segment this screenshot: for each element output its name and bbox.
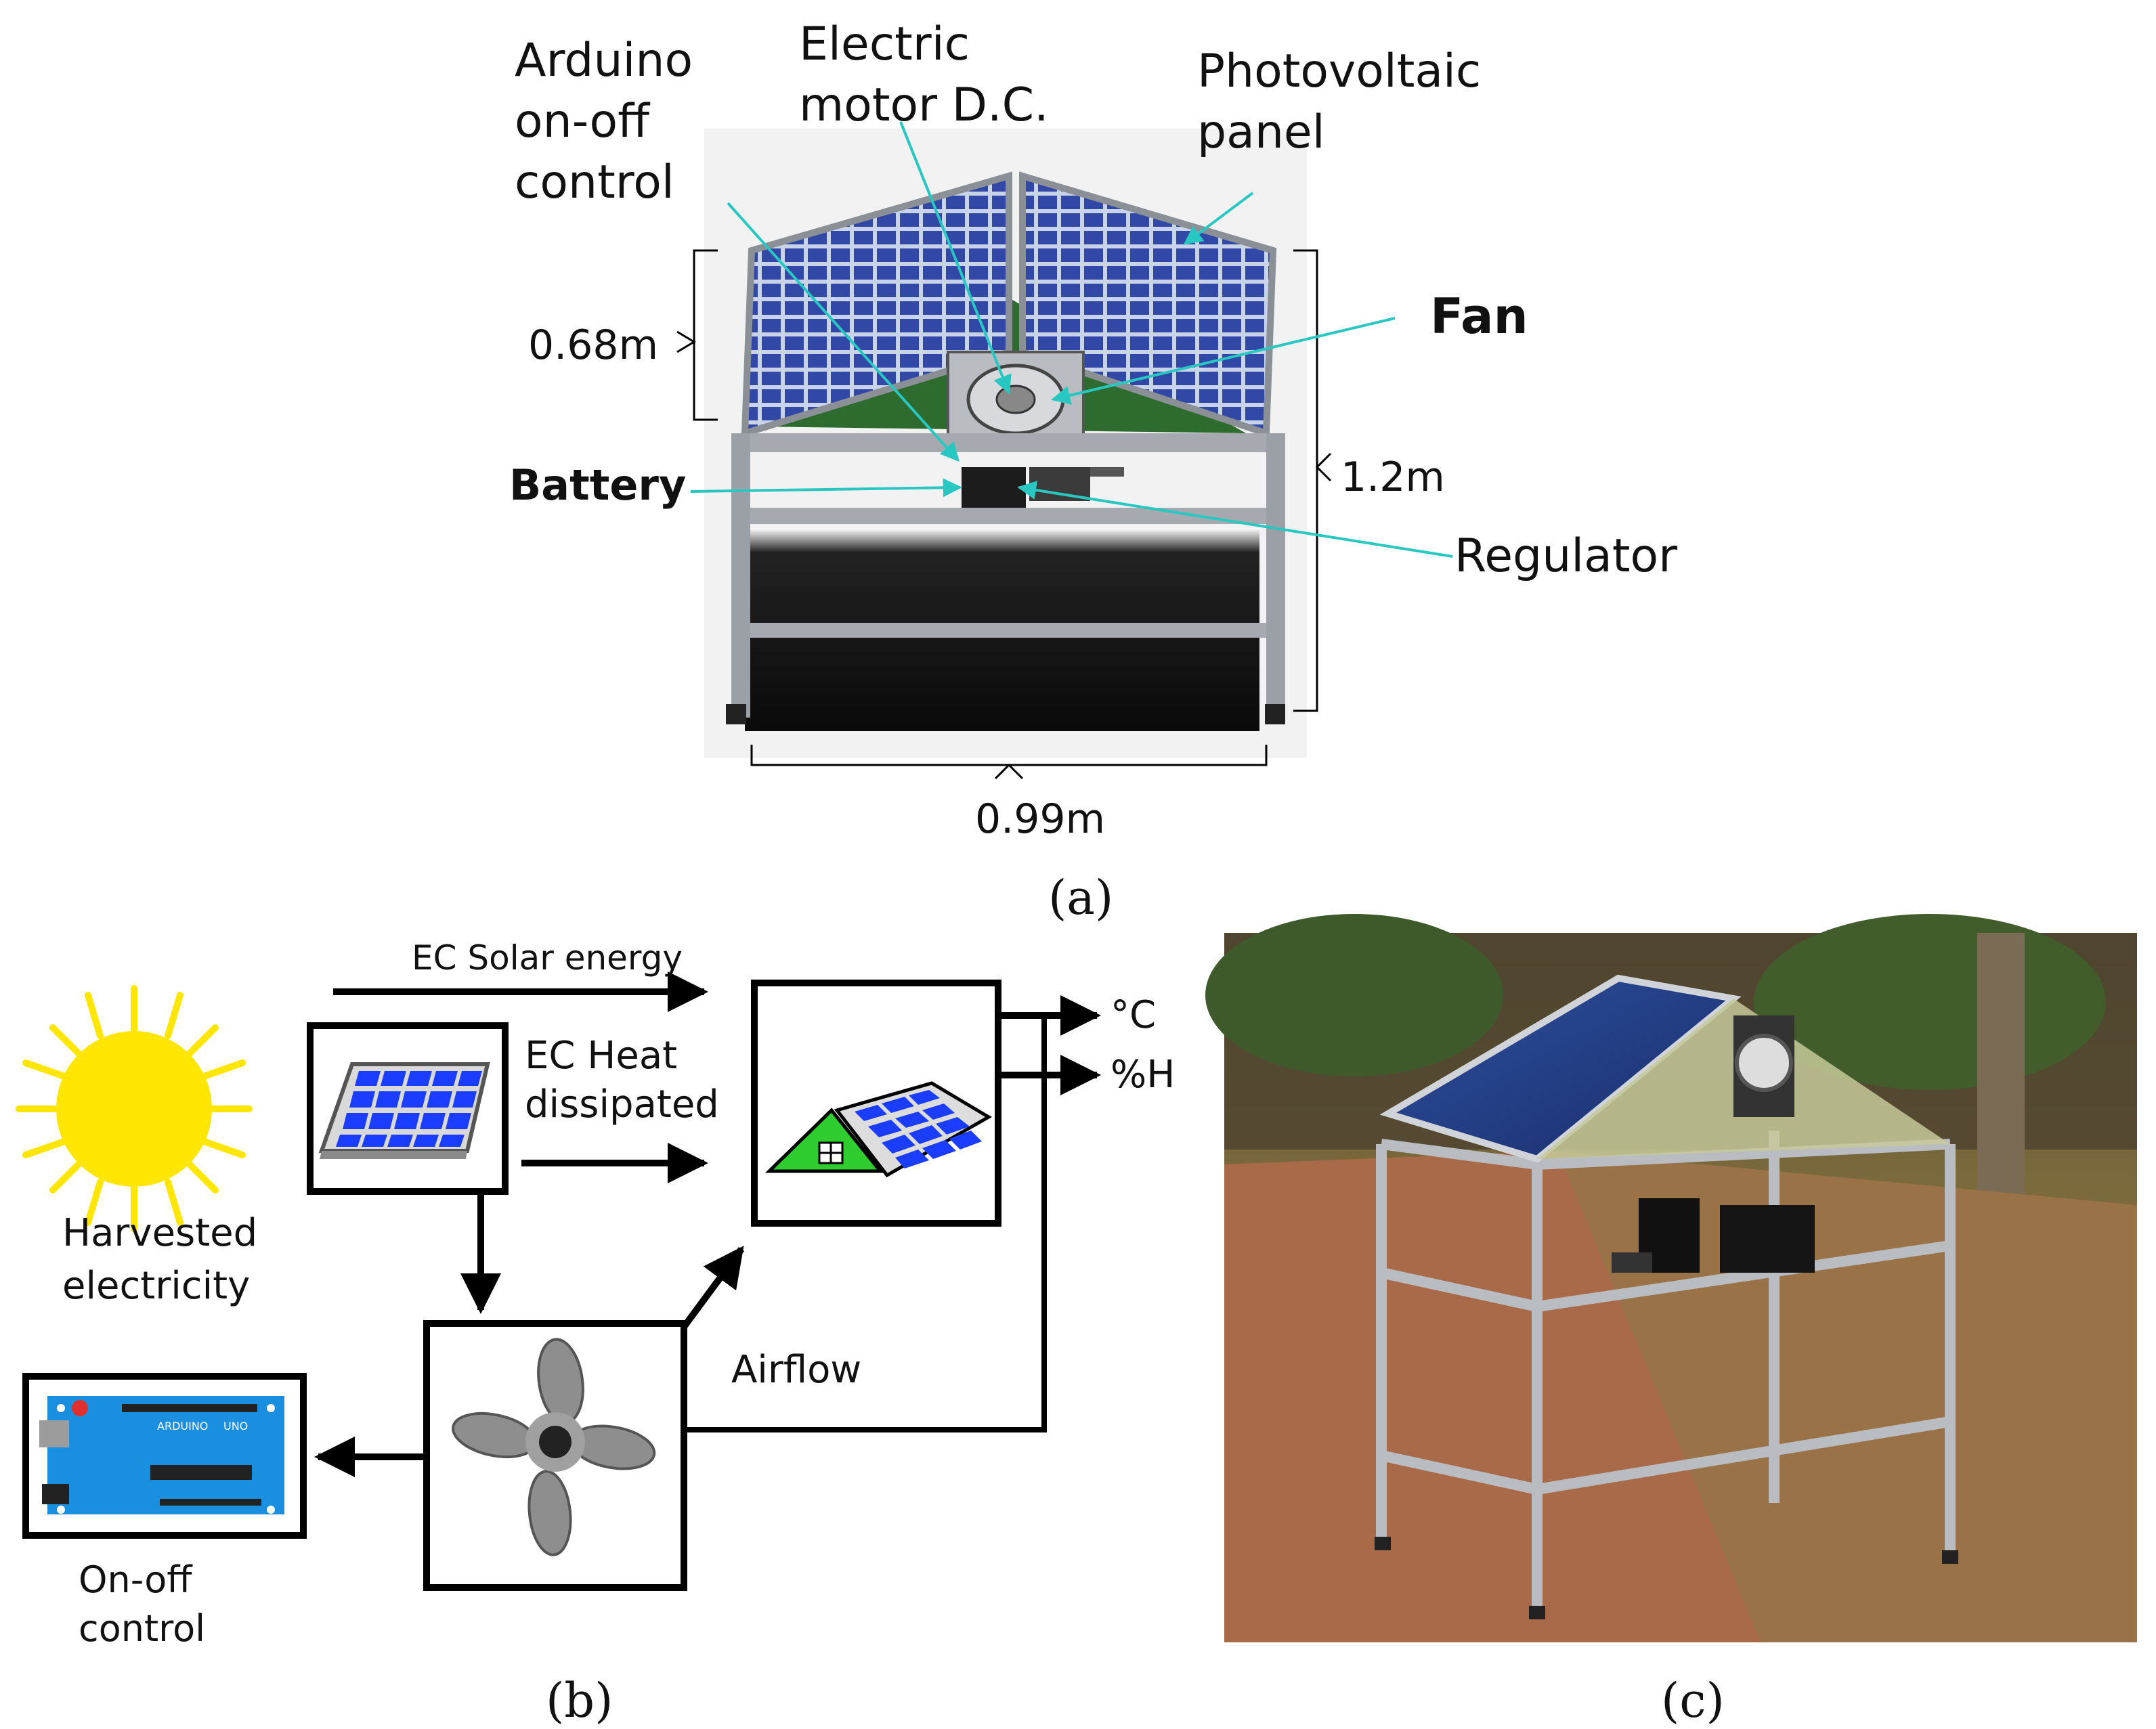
airflow-line [684,1015,1047,1432]
label-motor-2: motor D.C. [799,79,1049,132]
svg-text:Photovoltaic panel: Photovoltaic panel [1197,45,1496,159]
label-solar-energy: EC Solar energy [412,938,683,978]
svg-text:EC Heat dissipated: EC Heat dissipated [525,1034,719,1126]
leader-lines [690,121,1453,558]
label-pv-1: Photovoltaic [1197,45,1481,98]
photo-fan [1735,1034,1793,1092]
panel-a: Arduino on-off control Electric motor D.… [509,18,1677,925]
label-temperature: °C [1111,993,1156,1037]
svg-text:Harvested electricity: Harvested electricity [62,1211,270,1308]
label-heat-2: dissipated [525,1082,719,1126]
label-harvested-1: Harvested [62,1211,257,1255]
photo-regulator [1720,1205,1815,1273]
sun-icon [16,985,253,1232]
svg-text:Electric motor D.C.: Electric motor D.C. [799,18,1049,132]
svg-text:On-off control: On-off control [79,1558,205,1650]
dim-width: 0.99m [975,795,1105,843]
dim-height-left: 0.68m [528,322,658,369]
label-heat-1: EC Heat [525,1034,677,1078]
structure-render [704,129,1307,758]
label-arduino-1: Arduino [515,34,693,87]
label-humidity: %H [1111,1053,1175,1097]
caption-a: (a) [1048,870,1113,925]
label-fan: Fan [1430,288,1528,345]
board-model: UNO [223,1420,248,1432]
caption-c: (c) [1661,1673,1725,1728]
fan-icon [452,1338,656,1556]
label-regulator: Regulator [1454,529,1677,583]
battery-box [962,467,1026,508]
arduino-board-icon: ARDUINO UNO [39,1396,284,1514]
label-onoff-1: On-off [79,1558,193,1601]
label-airflow: Airflow [731,1348,861,1392]
label-motor-1: Electric [799,18,970,71]
solar-panel-icon [318,1062,490,1159]
panel-b: Harvested electricity EC Solar energy EC… [16,938,1175,1728]
board-brand: ARDUINO [157,1420,208,1432]
label-battery: Battery [509,460,686,510]
greenhouse-icon [764,1081,992,1178]
label-harvested-2: electricity [62,1264,250,1308]
dimension-lines [676,249,1332,780]
label-pv-2: panel [1197,106,1325,159]
panel-c-photo: (c) [1205,914,2137,1728]
label-arduino-2: on-off [515,95,651,148]
label-arduino-3: control [515,156,674,209]
svg-text:Arduino on-off con: Arduino on-off control [515,34,708,209]
regulator-box [1029,467,1090,501]
label-onoff-2: control [79,1607,205,1650]
dim-height-right: 1.2m [1341,454,1445,501]
caption-b: (b) [546,1673,613,1728]
